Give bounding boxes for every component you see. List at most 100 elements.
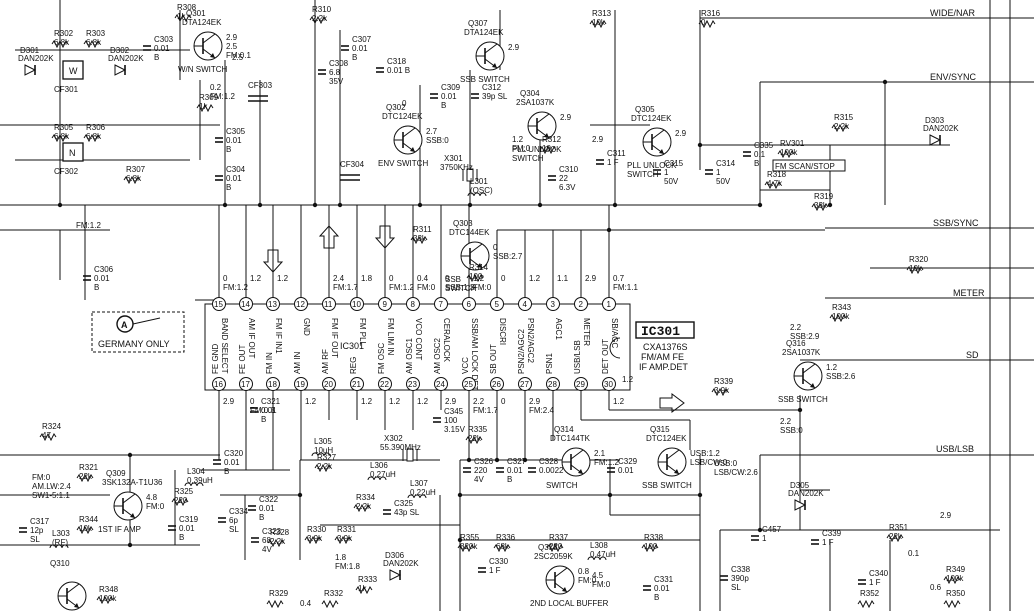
- ic-pin-number: 6: [467, 300, 472, 309]
- resistor-40: R350: [943, 589, 966, 609]
- ic-pin-number: 7: [439, 300, 444, 309]
- ic301-desc1: FM/AM FE: [641, 352, 684, 362]
- ic-pin-label: VCO CONT: [414, 318, 423, 360]
- transistor-function: SSB SWITCH: [642, 481, 692, 490]
- ic-pin-voltage: 1.2: [417, 397, 429, 406]
- voltage-12: 0.1: [908, 549, 920, 558]
- ic-pin-number: 28: [548, 380, 557, 389]
- transistor-ref: Q315: [650, 425, 670, 434]
- transistor-part: DTA124EK: [182, 18, 222, 27]
- transistor-part: DTC144EK: [449, 228, 490, 237]
- ic-pin-label: METER: [582, 318, 591, 346]
- ic301-title-block: IC301 CXA1376S FM/AM FE IF AMP.DET: [635, 321, 695, 372]
- ic-pin-number: 23: [408, 380, 417, 389]
- ic-pin-label: AM RF: [321, 349, 330, 374]
- transistor-voltage: 2.9: [560, 113, 572, 122]
- filter-mark: N: [69, 148, 76, 158]
- ic-pin-voltage: 2.9: [585, 274, 597, 283]
- ic-pin-voltage: 1.2: [389, 397, 401, 406]
- ic-pin-voltage: 1.2: [277, 274, 289, 283]
- ic-pin-voltage: 1.2: [613, 397, 625, 406]
- transistor-part: DTC124EK: [646, 434, 687, 443]
- diode-ref: D305: [790, 481, 810, 490]
- transistor-voltage: 2.9: [675, 129, 687, 138]
- diode-ref: D303: [925, 116, 945, 125]
- diode-part: DAN202K: [18, 54, 54, 63]
- ic-pin-label: SSB/AM LOCK DET: [470, 318, 479, 391]
- ic-pin-label: AGC1: [554, 318, 563, 340]
- transistor-function: SWITCH: [546, 481, 578, 490]
- rail-env-sync: ENV/SYNC: [930, 72, 977, 82]
- ic-pin-number: 14: [241, 300, 250, 309]
- ic-pin-number: 12: [296, 300, 305, 309]
- transistor-part: DTC124EK: [631, 114, 672, 123]
- transistor-ref: Q305: [635, 105, 655, 114]
- ic-pin-number: 2: [579, 300, 584, 309]
- transistor-q310: Q310: [50, 559, 87, 611]
- ic-pin-number: 29: [576, 380, 585, 389]
- ic-pin-label: AM OSC1: [405, 337, 414, 374]
- signal-arrows: [262, 225, 685, 413]
- ic-pin-number: 8: [411, 300, 416, 309]
- crystal-ref: X301: [444, 154, 463, 163]
- ic-pin-label: PSN2/AGC2: [517, 329, 526, 374]
- ic301-part: CXA1376S: [643, 342, 688, 352]
- transistor-part: DTC144TK: [550, 434, 591, 443]
- transistor-part: 2SC2059K: [534, 552, 573, 561]
